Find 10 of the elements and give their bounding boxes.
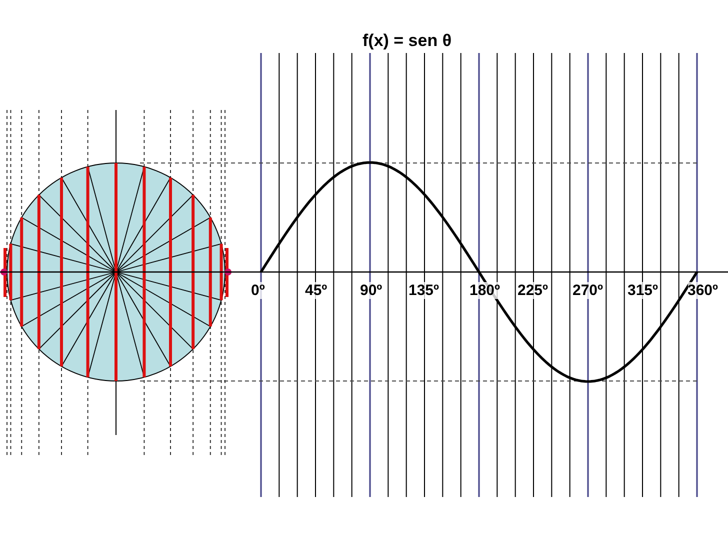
angle-tick-label: 0º [251, 282, 265, 299]
angle-tick-label: 225º [518, 282, 548, 299]
angle-tick-label: 270º [572, 282, 604, 299]
angle-tick-label: 315º [628, 282, 658, 299]
angle-tick-label: 360º [688, 282, 718, 299]
angle-tick-label: 45º [305, 282, 328, 299]
angle-tick-label: 90º [360, 282, 382, 299]
angle-tick-label: 135º [408, 282, 440, 299]
angle-tick-label: 180º [470, 282, 500, 299]
chart-title: f(x) = sen θ [362, 31, 452, 50]
